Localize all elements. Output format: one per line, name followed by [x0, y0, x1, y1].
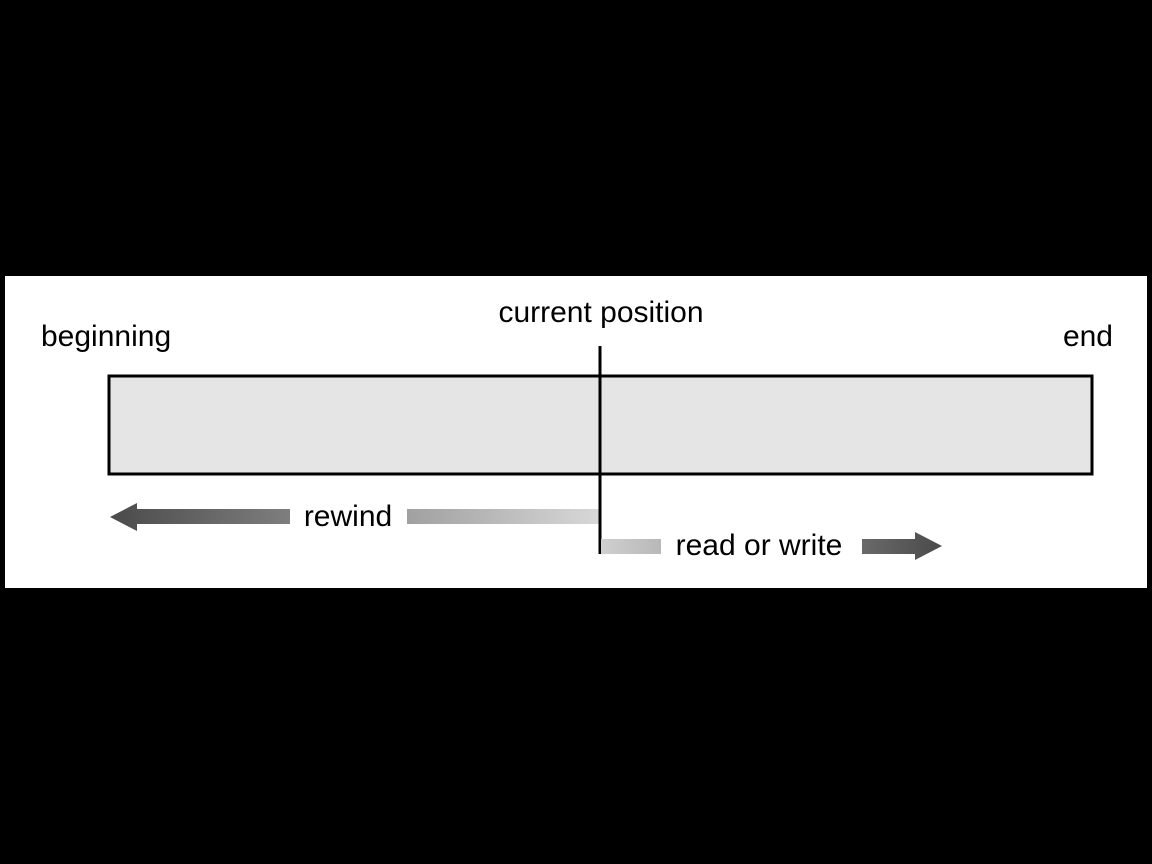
beginning-label: beginning — [41, 320, 171, 353]
end-label: end — [1063, 320, 1113, 353]
read-write-label: read or write — [676, 529, 843, 562]
read-write-arrow-tail — [601, 539, 661, 554]
rewind-label: rewind — [304, 500, 392, 533]
rewind-arrow-tail — [407, 509, 600, 524]
rewind-arrow-head — [110, 503, 290, 531]
current-position-label: current position — [498, 296, 703, 329]
read-write-arrow-head — [862, 532, 942, 560]
